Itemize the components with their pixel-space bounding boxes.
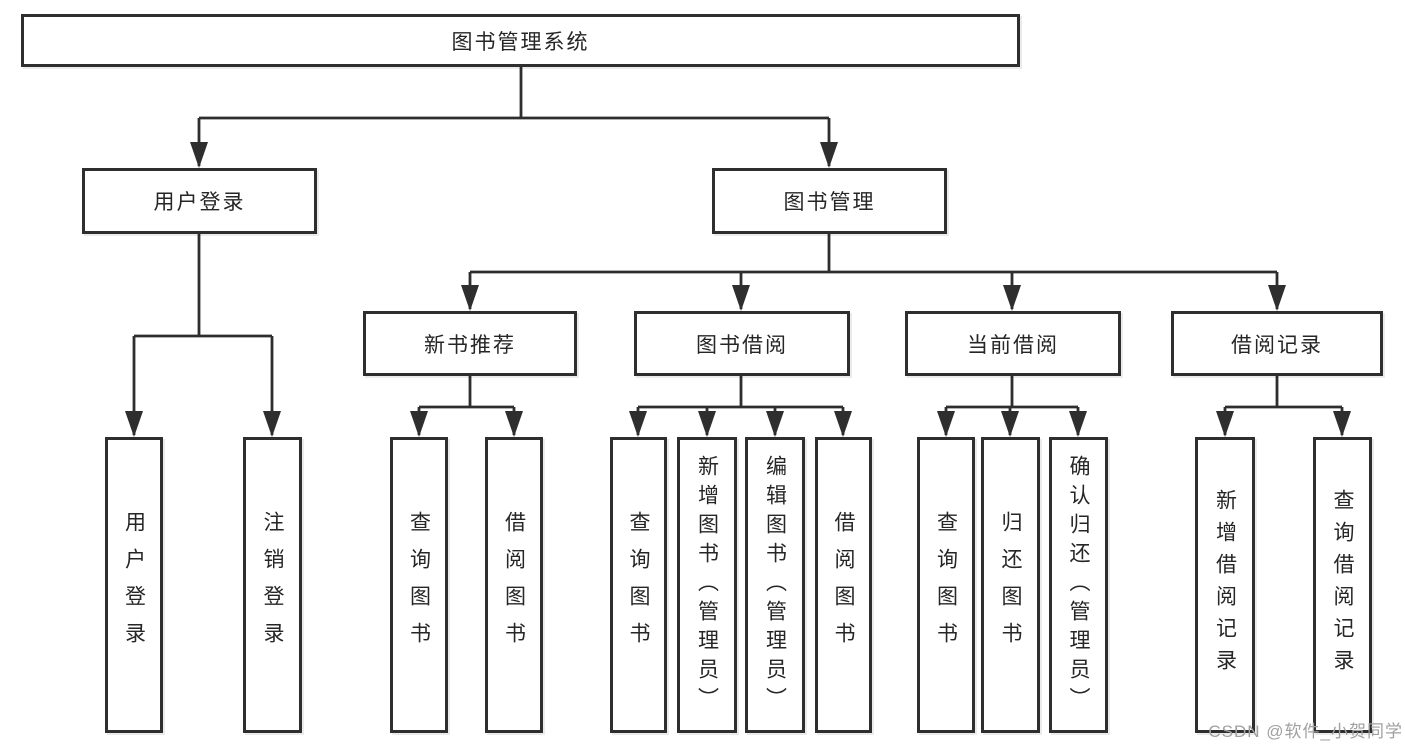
node-label: 借阅记录: [1231, 333, 1323, 357]
arrow-down-icon: [1216, 411, 1234, 437]
leaf-confirm-return-admin: 确认归还（管理员）: [1049, 437, 1108, 733]
node-label: 查询借阅记录: [1331, 489, 1354, 681]
arrow-down-icon: [461, 285, 479, 311]
arrow-down-icon: [125, 411, 143, 437]
node-label: 用户登录: [153, 191, 246, 214]
leaf-borrow-books: 借阅图书: [815, 437, 872, 733]
node-label: 编辑图书（管理员）: [763, 454, 787, 716]
node-current-borrow: 当前借阅: [905, 311, 1121, 376]
leaf-query-books: 查询图书: [390, 437, 448, 733]
leaf-query-borrow-record: 查询借阅记录: [1313, 437, 1372, 733]
node-label: 图书管理系统: [451, 30, 590, 54]
node-borrow-records: 借阅记录: [1171, 311, 1383, 376]
leaf-user-login: 用户登录: [105, 437, 163, 733]
arrow-down-icon: [1069, 411, 1087, 437]
leaf-edit-books-admin: 编辑图书（管理员）: [745, 437, 805, 733]
arrow-down-icon: [1333, 411, 1351, 437]
node-label: 新增图书（管理员）: [695, 454, 719, 716]
leaf-return-books: 归还图书: [981, 437, 1040, 733]
arrow-down-icon: [410, 411, 428, 437]
csdn-watermark: CSDN @软件_小贺同学: [1208, 722, 1403, 741]
node-label: 确认归还（管理员）: [1067, 454, 1090, 716]
node-label: 用户登录: [122, 511, 146, 659]
tree-branches: [132, 67, 1344, 435]
node-label: 归还图书: [999, 511, 1022, 659]
node-user-login: 用户登录: [82, 168, 317, 234]
leaf-query-books: 查询图书: [917, 437, 975, 733]
node-label: 查询图书: [934, 511, 958, 659]
node-new-book-recommend: 新书推荐: [363, 311, 577, 376]
leaf-query-books: 查询图书: [610, 437, 667, 733]
arrow-down-icon: [629, 411, 647, 437]
node-label: 注销登录: [261, 511, 284, 659]
arrow-down-icon: [937, 411, 955, 437]
node-label: 新增借阅记录: [1213, 489, 1237, 681]
node-system-root: 图书管理系统: [21, 14, 1020, 67]
arrow-down-icon: [834, 411, 852, 437]
leaf-add-books-admin: 新增图书（管理员）: [677, 437, 737, 733]
leaf-add-borrow-record: 新增借阅记录: [1195, 437, 1255, 733]
leaf-borrow-books: 借阅图书: [485, 437, 543, 733]
node-label: 新书推荐: [424, 333, 516, 357]
arrow-down-icon: [1001, 411, 1019, 437]
node-label: 借阅图书: [832, 511, 855, 659]
node-label: 图书借阅: [696, 333, 788, 357]
node-label: 查询图书: [627, 511, 650, 659]
leaf-logout: 注销登录: [243, 437, 302, 733]
arrow-down-icon: [1268, 285, 1286, 311]
node-label: 当前借阅: [967, 333, 1059, 357]
node-book-management: 图书管理: [712, 168, 947, 234]
arrow-down-icon: [766, 411, 784, 437]
node-label: 查询图书: [407, 511, 431, 659]
arrow-down-icon: [505, 411, 523, 437]
arrow-down-icon: [190, 142, 208, 168]
arrow-down-icon: [820, 142, 838, 168]
arrow-down-icon: [732, 285, 750, 311]
node-label: 图书管理: [783, 191, 876, 214]
arrow-down-icon: [1003, 285, 1021, 311]
arrow-down-icon: [263, 411, 281, 437]
node-label: 借阅图书: [502, 511, 526, 659]
node-book-borrow: 图书借阅: [634, 311, 850, 376]
arrow-down-icon: [698, 411, 716, 437]
